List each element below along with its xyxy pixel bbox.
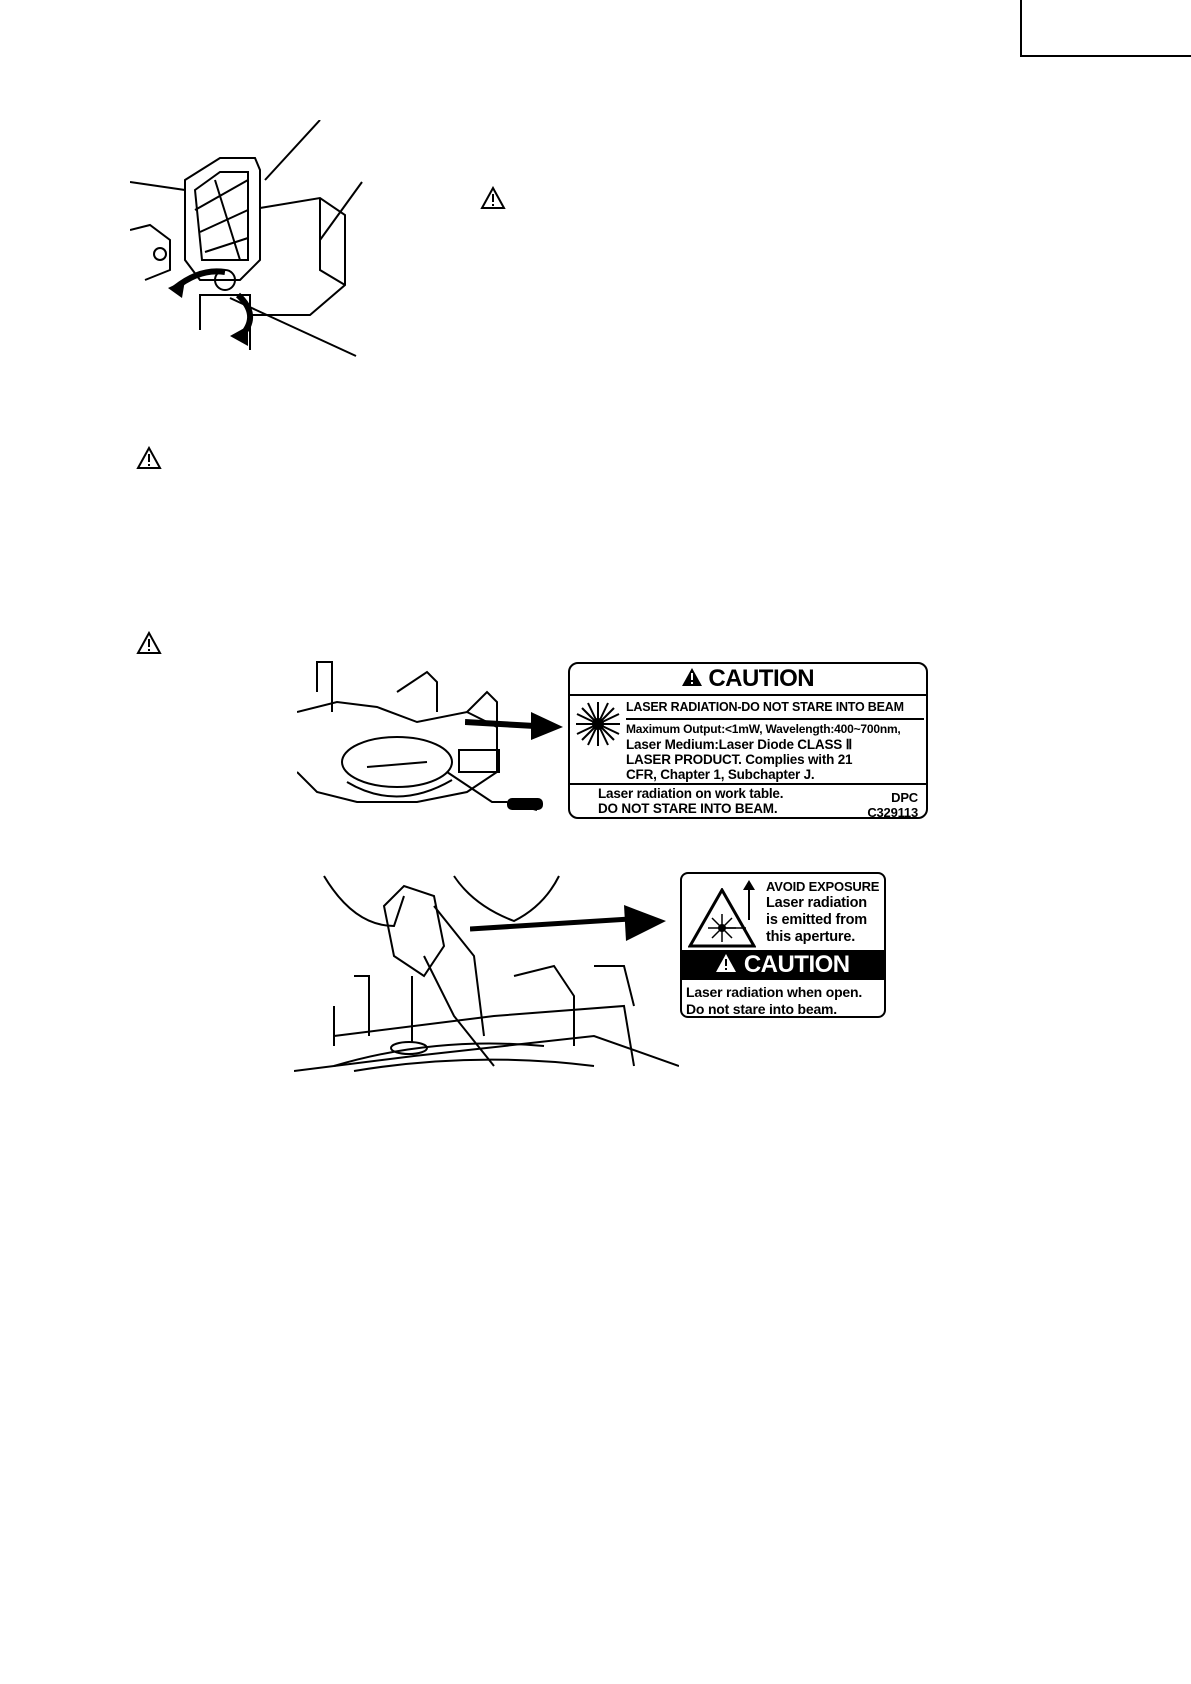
laser-hazard-icon bbox=[688, 888, 756, 948]
footer-line: DO NOT STARE INTO BEAM. bbox=[598, 801, 778, 816]
arrow-right-icon bbox=[465, 712, 563, 740]
laser-starburst-icon bbox=[576, 702, 620, 746]
page-number-tab bbox=[1020, 0, 1191, 57]
avoid-line: AVOID EXPOSURE bbox=[766, 879, 880, 894]
laser-headline: LASER RADIATION-DO NOT STARE INTO BEAM bbox=[626, 700, 904, 714]
footer-text: Laser radiation when open. Do not stare … bbox=[686, 984, 863, 1017]
miter-saw-illustration-bottom bbox=[294, 875, 679, 1072]
avoid-line: Laser radiation bbox=[766, 895, 867, 911]
miter-saw-illustration-top bbox=[297, 661, 543, 811]
warning-triangle-icon bbox=[480, 186, 506, 209]
code-line: DPC bbox=[891, 790, 918, 805]
caution-heading-bar: CAUTION bbox=[682, 950, 884, 980]
warning-triangle-icon bbox=[716, 953, 737, 977]
caution-heading: CAUTION bbox=[570, 664, 926, 696]
arrow-up-icon bbox=[743, 880, 755, 920]
divider bbox=[626, 718, 924, 720]
laser-caution-label-2: AVOID EXPOSURE Laser radiation is emitte… bbox=[680, 872, 886, 1018]
footer-text: Laser radiation on work table. DO NOT ST… bbox=[598, 786, 783, 816]
avoid-exposure-text: AVOID EXPOSURE Laser radiation is emitte… bbox=[766, 878, 879, 946]
avoid-line: this aperture. bbox=[766, 929, 856, 945]
code-line: C329113 bbox=[867, 805, 918, 820]
label-code: DPC C329113 bbox=[867, 790, 918, 820]
footer-line: Laser radiation on work table. bbox=[598, 786, 784, 801]
warning-triangle-icon bbox=[136, 631, 162, 654]
avoid-line: is emitted from bbox=[766, 912, 867, 928]
spec-line: Laser Medium:Laser Diode CLASS Ⅱ bbox=[626, 737, 853, 752]
warning-triangle-icon bbox=[136, 446, 162, 469]
spec-line: CFR, Chapter 1, Subchapter J. bbox=[626, 767, 815, 782]
spec-line: LASER PRODUCT. Complies with 21 bbox=[626, 752, 853, 767]
divider bbox=[570, 783, 926, 785]
laser-spec-text: Maximum Output:<1mW, Wavelength:400~700n… bbox=[626, 722, 901, 782]
warning-triangle-icon bbox=[681, 667, 702, 691]
spec-line: Maximum Output:<1mW, Wavelength:400~700n… bbox=[626, 722, 901, 736]
footer-line: Laser radiation when open. bbox=[686, 984, 863, 1000]
laser-caution-label-1: CAUTION LASER RADIATION-DO NOT STARE INT… bbox=[568, 662, 928, 820]
footer-line: Do not stare into beam. bbox=[686, 1001, 837, 1017]
fence-knob-illustration bbox=[130, 120, 363, 357]
arrow-right-icon bbox=[470, 905, 666, 941]
